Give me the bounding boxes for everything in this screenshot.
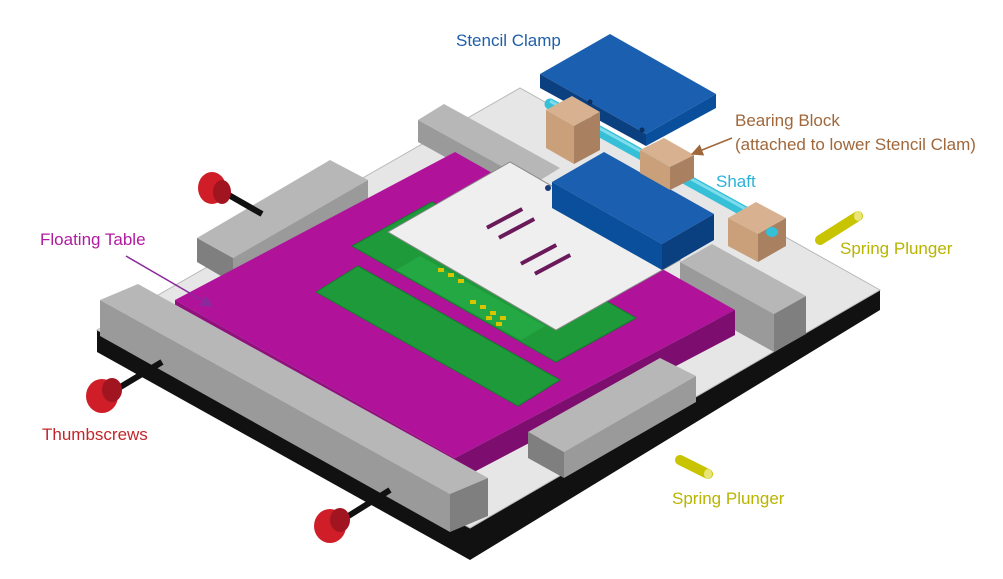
label-thumbscrews: Thumbscrews	[42, 425, 148, 444]
label-spring-plunger-right: Spring Plunger	[840, 239, 953, 258]
label-bearing-block: Bearing Block	[735, 111, 840, 130]
label-shaft: Shaft	[716, 172, 756, 191]
bearing-block-back	[546, 96, 600, 164]
label-spring-plunger-bottom: Spring Plunger	[672, 489, 785, 508]
label-stencil-clamp: Stencil Clamp	[456, 31, 561, 50]
label-floating-table: Floating Table	[40, 230, 146, 249]
stencil-sheet	[387, 161, 682, 331]
rail-front-left	[100, 284, 488, 532]
floating-table-arrow	[125, 255, 214, 307]
bearing-block-front	[728, 202, 786, 262]
spring-plunger-bottom	[675, 455, 713, 479]
thumbscrew-top	[198, 172, 264, 217]
thumbscrew-bottom	[314, 487, 392, 543]
spring-plunger-right	[815, 211, 863, 245]
rail-front-right	[528, 358, 696, 478]
bearing-block-arrow	[690, 137, 733, 156]
thumbscrew-left	[86, 359, 164, 413]
stencil-clamp-lower	[552, 152, 714, 270]
label-bearing-block-note: (attached to lower Stencil Clam)	[735, 135, 976, 154]
bearing-block-middle	[640, 138, 694, 190]
